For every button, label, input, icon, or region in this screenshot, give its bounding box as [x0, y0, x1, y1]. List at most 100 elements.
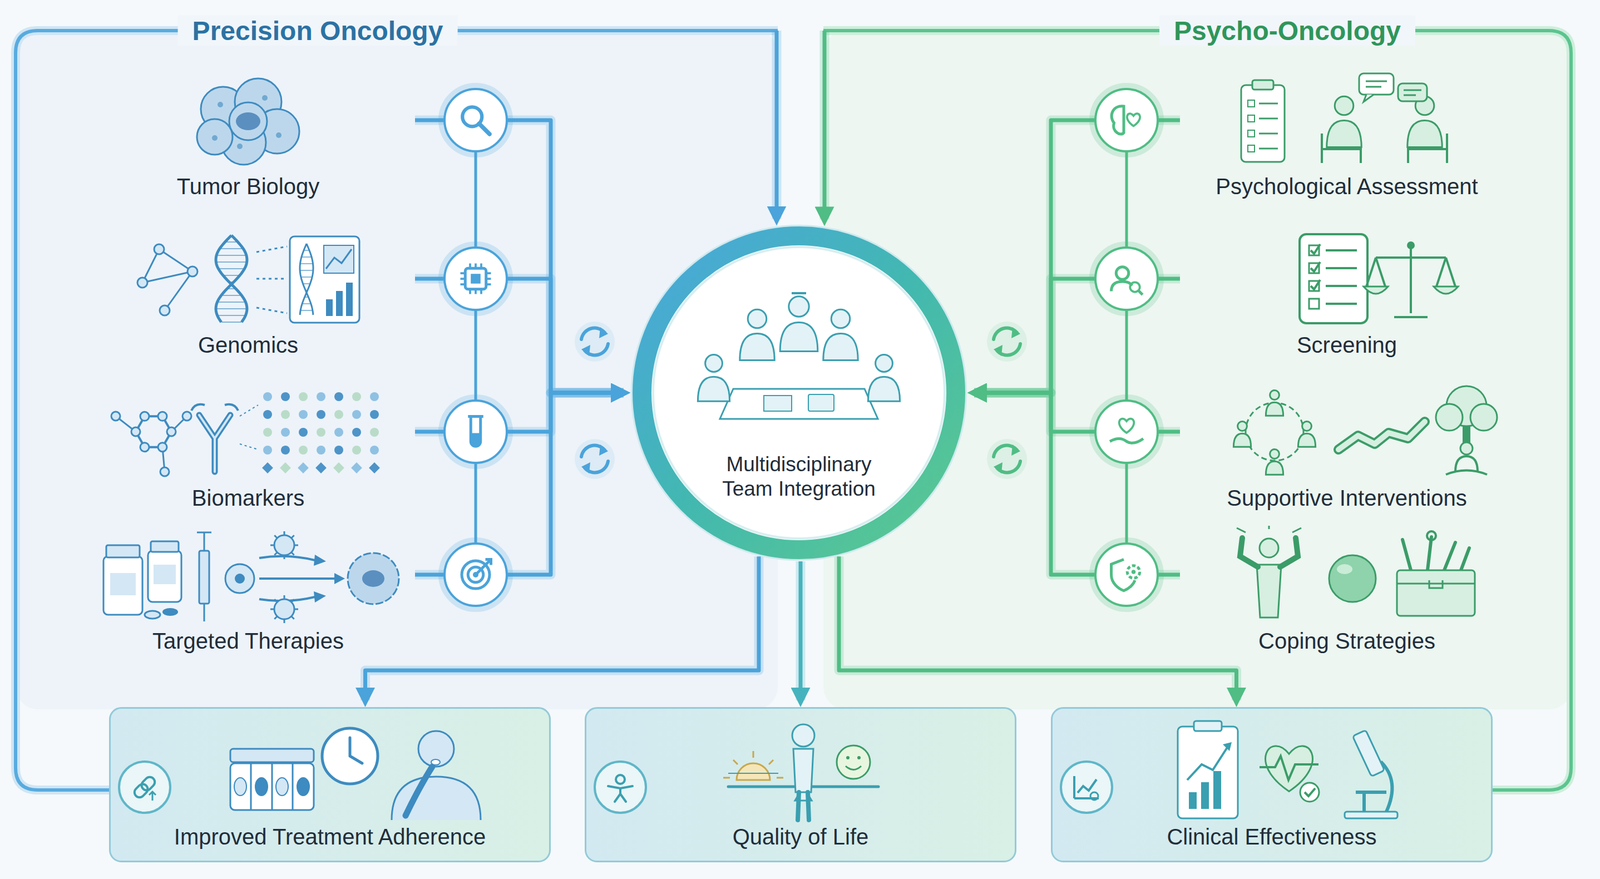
illustration-part: [1247, 145, 1255, 152]
illustration-part: [313, 591, 327, 603]
illustration-part: [792, 724, 815, 747]
label-holder: Multidisciplinary Team Integration: [709, 452, 888, 502]
illustration-part: [1402, 536, 1470, 571]
illustration-part: [369, 410, 379, 419]
illustration-part: [719, 388, 878, 419]
illustration-part: [187, 266, 198, 277]
topic-item: Psychological Assessment: [1179, 71, 1514, 200]
illustration-part: [1115, 267, 1129, 280]
flow-arrow: [822, 30, 827, 220]
illustration-part: [263, 427, 273, 437]
illustration-part: [736, 763, 770, 780]
illustration-part: [1365, 81, 1387, 87]
illustration-part: [326, 249, 352, 269]
connector-glow: [838, 556, 1237, 701]
illustration-part: [347, 552, 399, 605]
illustration-part: [191, 404, 239, 411]
illustration-part: [1403, 90, 1422, 96]
illustration-part: [441, 397, 511, 467]
illustration-part: [1259, 538, 1279, 558]
illustration-part: [1309, 298, 1320, 309]
label-holder: Psychological Assessment: [1179, 173, 1514, 200]
illustration-part: [1304, 788, 1316, 797]
illustration-part: [831, 309, 851, 329]
illustration-part: [137, 277, 148, 288]
illustration-part: [1258, 132, 1278, 135]
illustration-part: [274, 599, 278, 602]
illustration-part: [230, 748, 314, 763]
node-label: Biomarkers: [191, 484, 305, 512]
illustration-part: [1138, 290, 1143, 295]
node-illustration: [81, 229, 416, 328]
topic-item: Targeted Therapies: [81, 525, 416, 655]
illustration-part: [110, 573, 136, 596]
illustration-part: [1111, 106, 1124, 135]
illustration-part: [199, 415, 231, 472]
illustration-part: [280, 392, 290, 402]
illustration-part: [199, 550, 210, 604]
illustration-part: [462, 106, 490, 135]
illustration-part: [157, 411, 167, 421]
illustration-part: [705, 354, 723, 373]
topic-item: Biomarkers: [81, 382, 416, 512]
illustration-part: [316, 410, 326, 419]
topic-item: Supportive Interventions: [1179, 382, 1514, 512]
illustration-part: [234, 573, 245, 584]
node-label: Supportive Interventions: [1226, 484, 1467, 512]
panel-title: Precision Oncology: [178, 15, 458, 47]
connector-glow: [365, 556, 759, 701]
illustration-part: [1325, 249, 1357, 252]
illustration-part: [160, 467, 170, 477]
illustration-part: [280, 445, 290, 455]
illustration-part: [316, 427, 326, 437]
illustration-part: [369, 427, 379, 437]
illustration-part: [262, 462, 274, 474]
icon-circle: [441, 85, 511, 155]
illustration-part: [1187, 746, 1228, 780]
illustration-part: [1338, 421, 1425, 450]
illustration-part: [147, 550, 182, 602]
illustration-part: [289, 236, 360, 323]
illustration-part: [1408, 133, 1448, 164]
illustration-part: [633, 226, 965, 559]
illustration-part: [460, 263, 492, 295]
node-label: Screening: [1296, 331, 1397, 359]
illustration-part: [581, 327, 609, 357]
illustration-part: [1077, 779, 1097, 793]
illustration-part: [1310, 279, 1321, 290]
illustration-part: [298, 427, 308, 437]
node-illustration: [1179, 525, 1514, 624]
illustration-part: [294, 544, 299, 547]
illustration-part: [280, 410, 290, 419]
illustration-part: [263, 410, 273, 419]
illustration-part: [1074, 776, 1099, 800]
illustration-part: [256, 246, 288, 314]
illustration-part: [1188, 792, 1197, 809]
illustration-part: [225, 564, 255, 594]
illustration-part: [298, 392, 308, 402]
illustration-part: [465, 268, 487, 290]
illustration-part: [986, 321, 1027, 362]
illustration-part: [642, 235, 956, 550]
illustration-part: [836, 745, 871, 779]
cycle-symbol: [574, 438, 615, 479]
illustration-part: [313, 554, 327, 566]
illustration-part: [1366, 246, 1456, 318]
label-holder: Coping Strategies: [1179, 627, 1514, 655]
label-holder: Improved Treatment Adherence: [110, 823, 550, 851]
illustration-part: [1092, 85, 1162, 155]
outcome-box: Improved Treatment Adherence: [109, 707, 551, 863]
flow-arrow: [774, 30, 779, 220]
illustration-part: [298, 410, 308, 419]
illustration-part: [1338, 421, 1425, 450]
illustration-part: [1095, 543, 1158, 606]
illustration-part: [1247, 115, 1255, 122]
illustration-part: [291, 616, 295, 620]
illustration-part: [131, 427, 141, 437]
label-holder: Screening: [1179, 331, 1514, 359]
illustration-part: [334, 410, 344, 419]
icon-circle: [441, 244, 511, 314]
illustration-part: [283, 555, 286, 560]
illustration-part: [1256, 564, 1282, 618]
illustration-part: [1092, 540, 1162, 610]
